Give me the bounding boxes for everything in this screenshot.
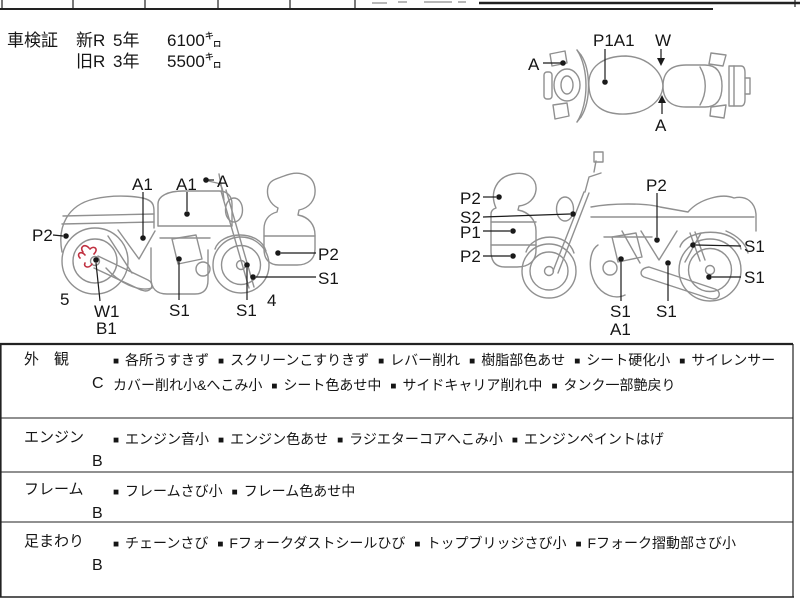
condition-item: ■樹脂部色あせ <box>469 352 566 368</box>
condition-grade: B <box>92 505 103 522</box>
condition-item: ■チェーンさび <box>113 535 209 551</box>
condition-grade: B <box>92 453 103 470</box>
condition-category-label: 足まわり <box>24 533 85 550</box>
bullet-square-icon: ■ <box>575 539 582 550</box>
condition-items: ■チェーンさび ■Fフォークダストシールひび ■トップブリッジさび小 ■Fフォーク摺動… <box>113 532 789 557</box>
bullet-square-icon: ■ <box>469 356 476 367</box>
condition-items: ■各所うすきず■スクリーンこすりきず■レバー削れ■樹脂部色あせ■シート硬化小■サ… <box>113 349 789 399</box>
bullet-square-icon: ■ <box>271 381 278 392</box>
condition-item: ■ラジエターコアへこみ小 <box>337 431 503 447</box>
bullet-square-icon: ■ <box>218 435 225 446</box>
damage-marks-red <box>77 244 97 268</box>
condition-items: ■フレームさび小 ■フレーム色あせ中 <box>113 480 789 505</box>
bullet-square-icon: ■ <box>113 435 120 446</box>
condition-item: ■トップブリッジさび小 <box>414 535 567 551</box>
condition-item: ■フレーム色あせ中 <box>231 483 356 499</box>
bullet-square-icon: ■ <box>390 381 397 392</box>
condition-item: ■エンジン音小 <box>113 431 210 447</box>
condition-item: ■サイレンサーカバー削れ小&へこみ小 <box>113 352 776 393</box>
condition-item: ■レバー削れ <box>378 352 461 368</box>
bullet-square-icon: ■ <box>378 356 385 367</box>
bullet-square-icon: ■ <box>551 381 558 392</box>
condition-item: ■タンク一部艶戻り <box>551 377 676 393</box>
bullet-square-icon: ■ <box>231 487 238 498</box>
condition-item: ■Fフォーク摺動部さび小 <box>575 535 737 551</box>
bullet-square-icon: ■ <box>113 539 120 550</box>
condition-items: ■エンジン音小 ■エンジン色あせ ■ラジエターコアへこみ小 ■エンジンペイントはげ <box>113 428 789 453</box>
bullet-square-icon: ■ <box>679 356 686 367</box>
bullet-square-icon: ■ <box>337 435 344 446</box>
condition-item: ■フレームさび小 <box>113 483 223 499</box>
condition-item: ■スクリーンこすりきず <box>218 352 370 368</box>
callout-lines <box>52 49 742 302</box>
bullet-square-icon: ■ <box>113 487 120 498</box>
shaken-distance-old: 5500㌔ <box>167 52 222 71</box>
condition-item: ■シート色あせ中 <box>271 377 382 393</box>
condition-item: ■サイドキャリア削れ中 <box>390 377 543 393</box>
motorcycle-right-side-sketch <box>490 151 757 302</box>
condition-item: ■エンジン色あせ <box>218 431 329 447</box>
header-strip-lines <box>0 0 800 10</box>
bullet-square-icon: ■ <box>414 539 421 550</box>
condition-category-label: フレーム <box>24 481 84 498</box>
condition-item: ■エンジンペイントはげ <box>511 431 664 447</box>
condition-grade: C <box>92 375 104 392</box>
shaken-period-new: 5年 <box>113 31 140 50</box>
shaken-period-old: 3年 <box>113 52 140 71</box>
bullet-square-icon: ■ <box>113 356 120 367</box>
shaken-distance-new: 6100㌔ <box>167 31 222 50</box>
shaken-title: 車検証 <box>7 31 58 50</box>
condition-category-label: エンジン <box>24 429 85 446</box>
condition-category-label: 外 観 <box>24 351 70 368</box>
condition-item: ■シート硬化小 <box>574 352 671 368</box>
shaken-reg-old: 旧R <box>76 52 106 71</box>
motorcycle-top-view-sketch <box>543 49 751 123</box>
motorcycle-left-side-sketch <box>60 172 316 295</box>
bullet-square-icon: ■ <box>511 435 518 446</box>
condition-item: ■各所うすきず <box>113 352 210 368</box>
bullet-square-icon: ■ <box>574 356 581 367</box>
condition-grade: B <box>92 557 103 574</box>
shaken-reg-new: 新R <box>76 31 106 50</box>
bullet-square-icon: ■ <box>217 539 224 550</box>
condition-table-lines <box>0 342 794 598</box>
bullet-square-icon: ■ <box>218 356 225 367</box>
condition-item: ■Fフォークダストシールひび <box>217 535 406 551</box>
